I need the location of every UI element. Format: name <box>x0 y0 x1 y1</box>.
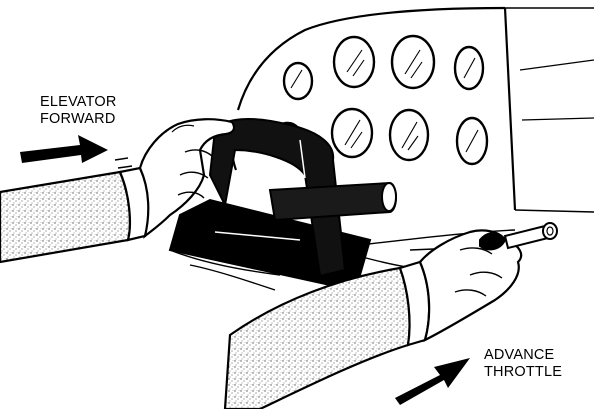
right-hand <box>418 229 523 343</box>
caption-line: FORWARD <box>40 111 116 127</box>
arrow-right-icon <box>20 135 133 169</box>
caption-line: THROTTLE <box>484 364 563 380</box>
caption-line: ELEVATOR <box>40 94 117 110</box>
gauge-glare <box>290 49 479 153</box>
arrow-up-right-icon <box>395 358 470 405</box>
throttle-knob <box>479 222 558 251</box>
gauge-icon <box>282 61 314 101</box>
left-hand <box>138 118 236 239</box>
right-arm <box>223 229 523 409</box>
advance-throttle-caption: ADVANCE THROTTLE <box>484 347 562 381</box>
elevator-forward-caption: ELEVATOR FORWARD <box>40 94 117 128</box>
left-sleeve <box>0 170 132 264</box>
control-shaft <box>268 181 397 222</box>
right-sleeve <box>223 266 411 409</box>
instrument-panel <box>223 6 594 213</box>
left-arm <box>0 118 236 264</box>
caption-line: ADVANCE <box>484 347 555 363</box>
control-yoke <box>168 117 397 287</box>
